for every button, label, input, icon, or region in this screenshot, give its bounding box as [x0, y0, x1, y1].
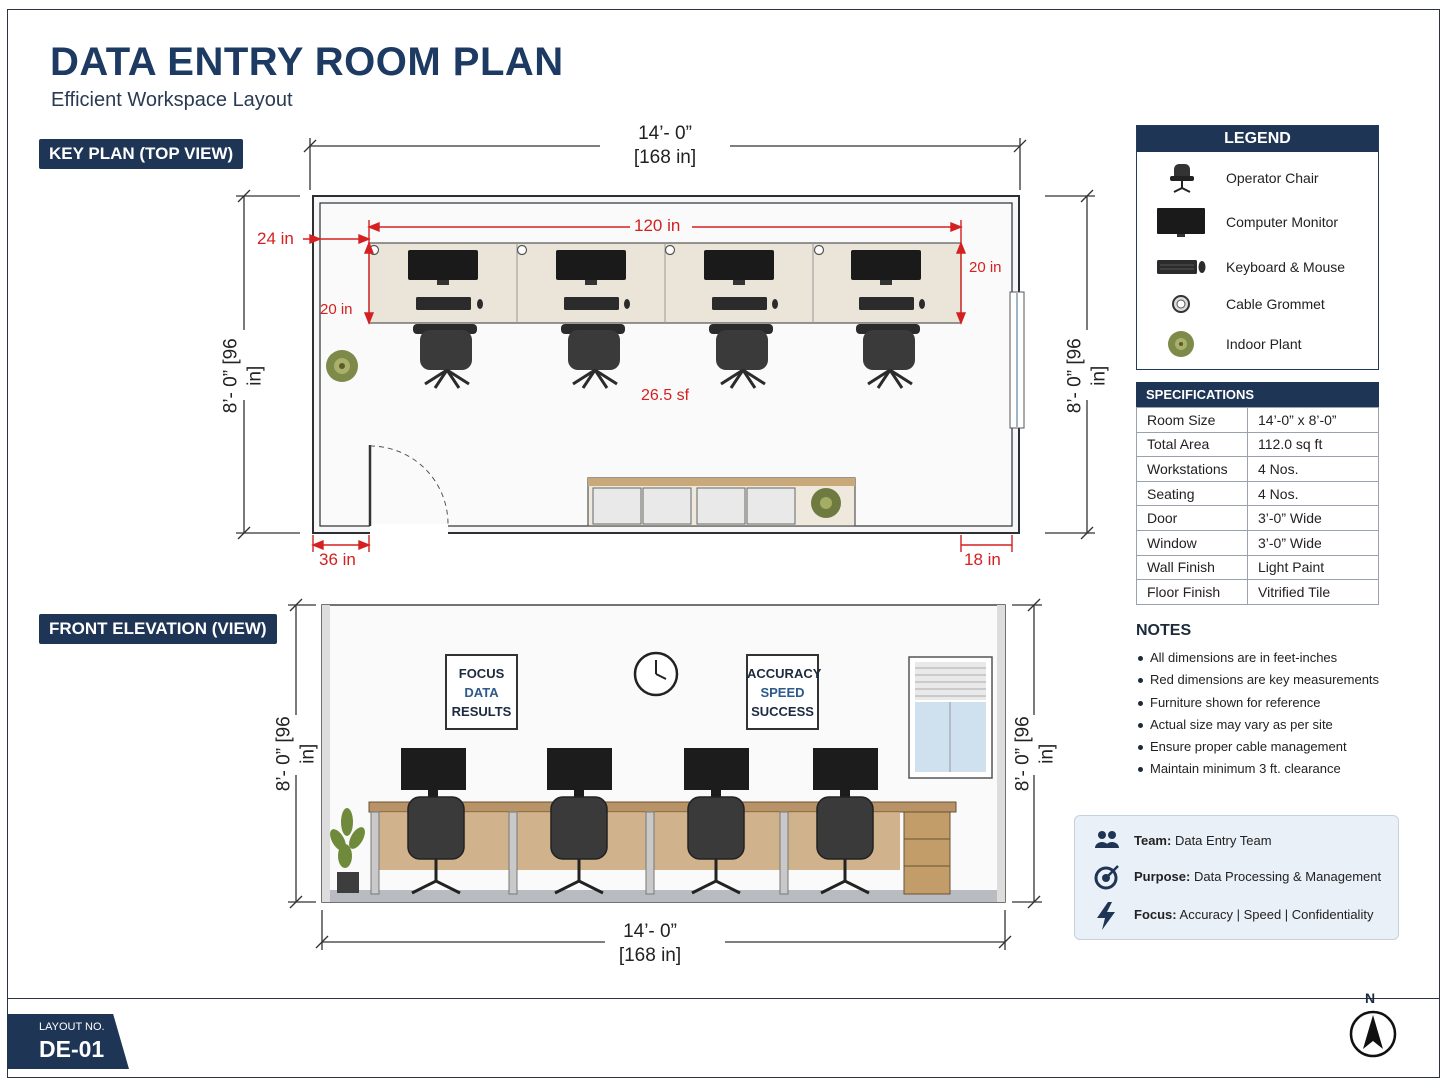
poster-accuracy: ACCURACY SPEED SUCCESS — [747, 666, 822, 719]
poster-focus: FOCUS DATA RESULTS — [451, 666, 512, 719]
grommet-icon — [1172, 295, 1190, 313]
layout-number-box: LAYOUT NO. DE-01 — [7, 1014, 129, 1069]
info-box: Team: Data Entry Team Purpose: Data Proc… — [1074, 815, 1399, 940]
legend-title: LEGEND — [1137, 126, 1378, 152]
wall-offset-dimension: 24 in — [257, 229, 294, 248]
north-label: N — [1365, 990, 1376, 1006]
footer-rule — [7, 998, 1440, 999]
page-subtitle: Efficient Workspace Layout — [51, 89, 293, 111]
door-width-dimension: 36 in — [319, 550, 356, 569]
layout-number: DE-01 — [39, 1036, 105, 1062]
keyboard-icon — [1157, 260, 1206, 274]
note-item: Red dimensions are key measurements — [1137, 672, 1379, 694]
note-item: Furniture shown for reference — [1137, 695, 1379, 717]
team-icon — [1095, 831, 1119, 848]
legend-item-grommet: Cable Grommet — [1137, 284, 1378, 324]
plan-width-dimension: 14’- 0”[168 in] — [633, 123, 697, 168]
elevation-height-left-dimension: 8’- 0” [96 in] — [273, 716, 318, 792]
target-icon — [1094, 865, 1119, 890]
north-arrow-icon — [1349, 1010, 1397, 1058]
drawing-frame — [7, 9, 1440, 1078]
area-label: 26.5 sf — [641, 387, 690, 404]
note-item: All dimensions are in feet-inches — [1137, 650, 1379, 672]
monitor-icon — [1157, 208, 1205, 237]
legend-panel: LEGEND Operator Chair Computer Monitor K… — [1136, 125, 1379, 370]
note-item: Ensure proper cable management — [1137, 739, 1379, 761]
note-item: Maintain minimum 3 ft. clearance — [1137, 761, 1379, 783]
legend-item-monitor: Computer Monitor — [1137, 202, 1378, 242]
notes-title: NOTES — [1136, 622, 1192, 639]
note-item: Actual size may vary as per site — [1137, 717, 1379, 739]
window-clear-dimension: 18 in — [964, 550, 1001, 569]
front-elevation-tag: FRONT ELEVATION (VIEW) — [39, 614, 277, 644]
page-title: DATA ENTRY ROOM PLAN — [50, 40, 564, 84]
elevation-height-right-dimension: 8’- 0” [96 in] — [1012, 716, 1057, 792]
specifications-title: SPECIFICATIONS — [1136, 382, 1379, 407]
key-plan-tag: KEY PLAN (TOP VIEW) — [39, 139, 244, 169]
elevation-width-dimension: 14’- 0”[168 in] — [618, 921, 682, 966]
lightning-icon — [1097, 902, 1115, 930]
desk-length-dimension: 120 in — [634, 216, 681, 235]
legend-item-plant: Indoor Plant — [1137, 324, 1378, 364]
plant-plan — [326, 350, 358, 382]
notes-list: All dimensions are in feet-inches Red di… — [1137, 650, 1379, 784]
desk-depth-left-dimension: 20 in — [320, 301, 353, 318]
chair-icon — [1170, 164, 1194, 193]
layout-number-label: LAYOUT NO. — [39, 1021, 105, 1033]
desk-depth-right-dimension: 20 in — [969, 259, 1002, 276]
legend-item-chair: Operator Chair — [1137, 158, 1378, 198]
plant-icon — [1168, 331, 1194, 357]
legend-item-keyboard: Keyboard & Mouse — [1137, 247, 1378, 287]
